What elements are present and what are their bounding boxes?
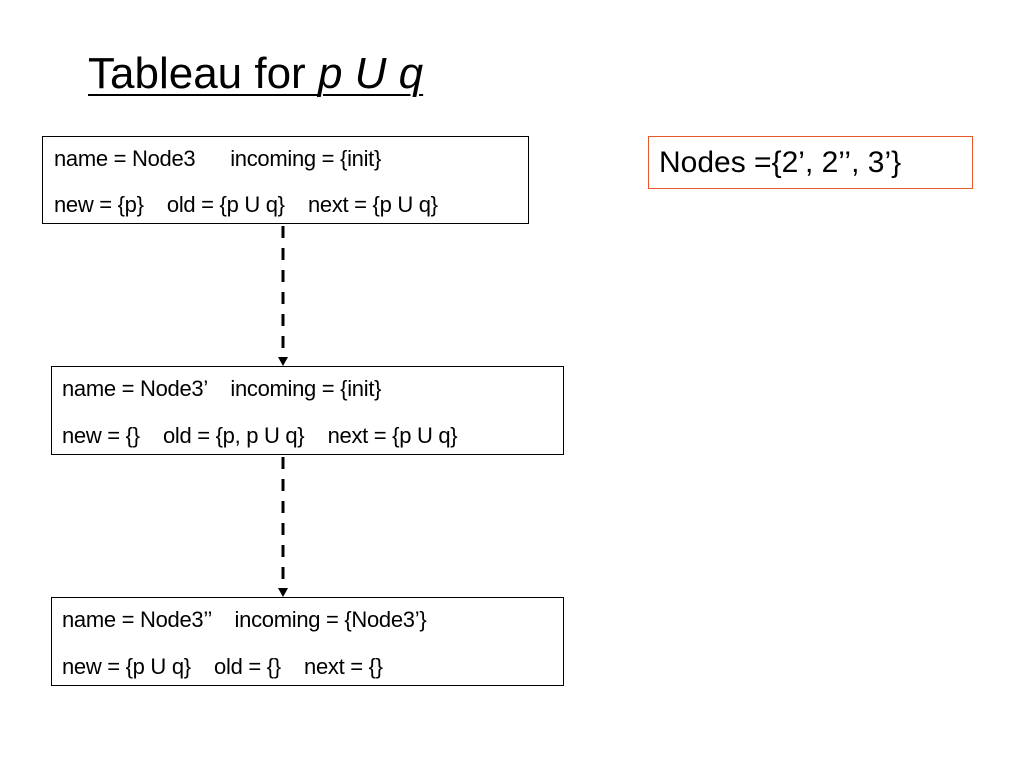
title-text: Tableau for [88,49,318,98]
node-box-node3: name = Node3 incoming = {init} new = {p}… [42,136,529,224]
arrowhead-node3p [278,357,288,366]
nodes-set-box: Nodes ={2’, 2’’, 3’} [648,136,973,189]
arrowhead-node3pp [278,588,288,597]
node3-double-prime-name-incoming: name = Node3’’ incoming = {Node3’} [62,607,427,632]
node3-new-old-next: new = {p} old = {p U q} next = {p U q} [54,192,438,217]
node3-prime-name-incoming: name = Node3’ incoming = {init} [62,376,382,401]
nodes-set-label: Nodes ={2’, 2’’, 3’} [659,146,902,179]
node-box-node3-prime: name = Node3’ incoming = {init} new = {}… [51,366,564,455]
title-formula: p U q [317,49,424,98]
node3-prime-new-old-next: new = {} old = {p, p U q} next = {p U q} [62,423,458,448]
node3-name-incoming: name = Node3 incoming = {init} [54,146,382,171]
page-title: Tableau for p U q [88,48,423,100]
node-box-node3-double-prime: name = Node3’’ incoming = {Node3’} new =… [51,597,564,686]
node3-double-prime-new-old-next: new = {p U q} old = {} next = {} [62,654,383,679]
